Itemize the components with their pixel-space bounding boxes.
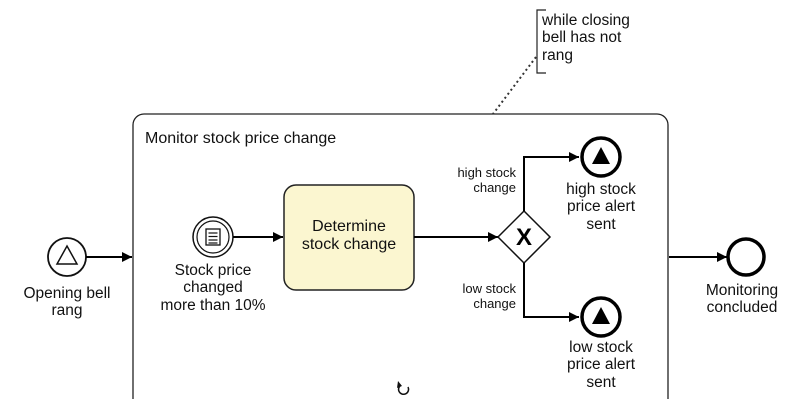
high-alert-triangle-icon [592, 147, 610, 164]
end-event-label: Monitoring concluded [705, 282, 779, 317]
conditional-event-label: Stock price changed more than 10% [160, 262, 266, 314]
flow-high-label: high stock change [457, 165, 516, 195]
conditional-list-icon [205, 228, 221, 246]
subprocess-title: Monitor stock price change [145, 130, 337, 147]
end-event[interactable] [726, 237, 766, 277]
flow-gateway-to-low-alert [523, 263, 579, 322]
start-event[interactable] [47, 237, 87, 277]
conditional-event-inner [196, 220, 230, 254]
gateway-x-icon: X [516, 224, 532, 251]
low-alert-label: low stock price alert sent [566, 339, 636, 391]
flow-low-label: low stock change [462, 281, 516, 311]
annotation-text: while closing bell has not rang [542, 12, 630, 64]
annotation-bracket [536, 9, 546, 74]
high-alert-label: high stock price alert sent [566, 181, 636, 233]
task-label: Determine stock change [301, 218, 397, 253]
flow-gateway-to-high-alert [523, 152, 579, 211]
start-event-label: Opening bell rang [23, 285, 111, 320]
triangle-signal-icon [55, 244, 79, 265]
loop-marker-arrowhead [397, 381, 402, 388]
low-alert-triangle-icon [592, 307, 610, 324]
annotation-association [492, 56, 537, 115]
